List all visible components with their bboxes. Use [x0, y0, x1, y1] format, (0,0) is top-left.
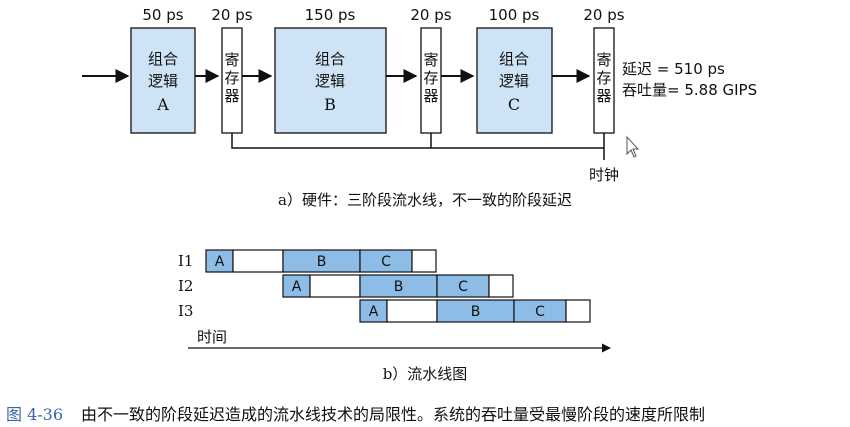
reg1-char2: 存	[224, 69, 239, 87]
figure-number: 图 4-36	[6, 405, 64, 424]
stage-b-name: B	[324, 95, 336, 114]
i2-cell-b-label: B	[394, 279, 404, 295]
reg3-char3: 器	[596, 87, 611, 105]
stage-c-name: C	[508, 95, 520, 114]
stage-b-latency: 150 ps	[305, 6, 356, 24]
stage-b-line2: 逻辑	[315, 72, 345, 90]
stage-b-line1: 组合	[315, 50, 345, 68]
clock-label: 时钟	[589, 166, 619, 184]
i2-cell-gap	[309, 274, 361, 298]
i3-cell-b-label: B	[471, 304, 481, 320]
i1-cell-gap	[232, 249, 284, 273]
stage-c-line1: 组合	[499, 50, 529, 68]
stage-b-block	[274, 27, 387, 134]
reg3-latency: 20 ps	[583, 6, 624, 24]
throughput-text: 吞吐量= 5.88 GIPS	[622, 81, 757, 99]
stage-a-name: A	[156, 95, 169, 114]
time-label: 时间	[197, 328, 227, 346]
reg1-latency: 20 ps	[211, 6, 252, 24]
i2-cell-a-label: A	[292, 279, 302, 295]
reg2-char2: 存	[423, 69, 438, 87]
reg1-char3: 器	[224, 87, 239, 105]
i2-cell-c-label: C	[458, 279, 468, 295]
i3-cell-gap	[386, 299, 438, 323]
clock-line	[231, 133, 604, 149]
i3-cell-end	[565, 299, 591, 323]
i1-cell-a-label: A	[215, 254, 225, 270]
stage-a-line1: 组合	[148, 50, 178, 68]
i1-cell-end	[411, 249, 437, 273]
delay-text: 延迟 = 510 ps	[622, 60, 725, 78]
i1-cell-b-label: B	[317, 254, 327, 270]
reg2-latency: 20 ps	[410, 6, 451, 24]
row-i2-label: I2	[178, 277, 193, 295]
row-i3-label: I3	[178, 302, 193, 320]
stage-c-line2: 逻辑	[499, 72, 529, 90]
reg2-char1: 寄	[423, 51, 438, 69]
i3-cell-c-label: C	[535, 304, 545, 320]
cursor-icon	[626, 135, 640, 158]
caption-b: b）流水线图	[383, 365, 468, 383]
stage-a-block	[130, 27, 196, 134]
stage-c-latency: 100 ps	[489, 6, 540, 24]
stage-c-block	[476, 27, 553, 134]
reg1-char1: 寄	[224, 51, 239, 69]
stage-a-line2: 逻辑	[148, 72, 178, 90]
reg3-char2: 存	[596, 69, 611, 87]
caption-a: a）硬件：三阶段流水线，不一致的阶段延迟	[278, 191, 572, 209]
stage-a-latency: 50 ps	[142, 6, 183, 24]
reg3-char1: 寄	[596, 51, 611, 69]
i3-cell-a-label: A	[369, 304, 379, 320]
figure-caption: 图 4-36 由不一致的阶段延迟造成的流水线技术的局限性。系统的吞吐量受最慢阶段的…	[6, 401, 705, 425]
i1-cell-c-label: C	[381, 254, 391, 270]
reg2-char3: 器	[423, 87, 438, 105]
i2-cell-end	[488, 274, 514, 298]
figure-text: 由不一致的阶段延迟造成的流水线技术的局限性。系统的吞吐量受最慢阶段的速度所限制	[81, 405, 706, 424]
row-i1-label: I1	[178, 252, 193, 270]
